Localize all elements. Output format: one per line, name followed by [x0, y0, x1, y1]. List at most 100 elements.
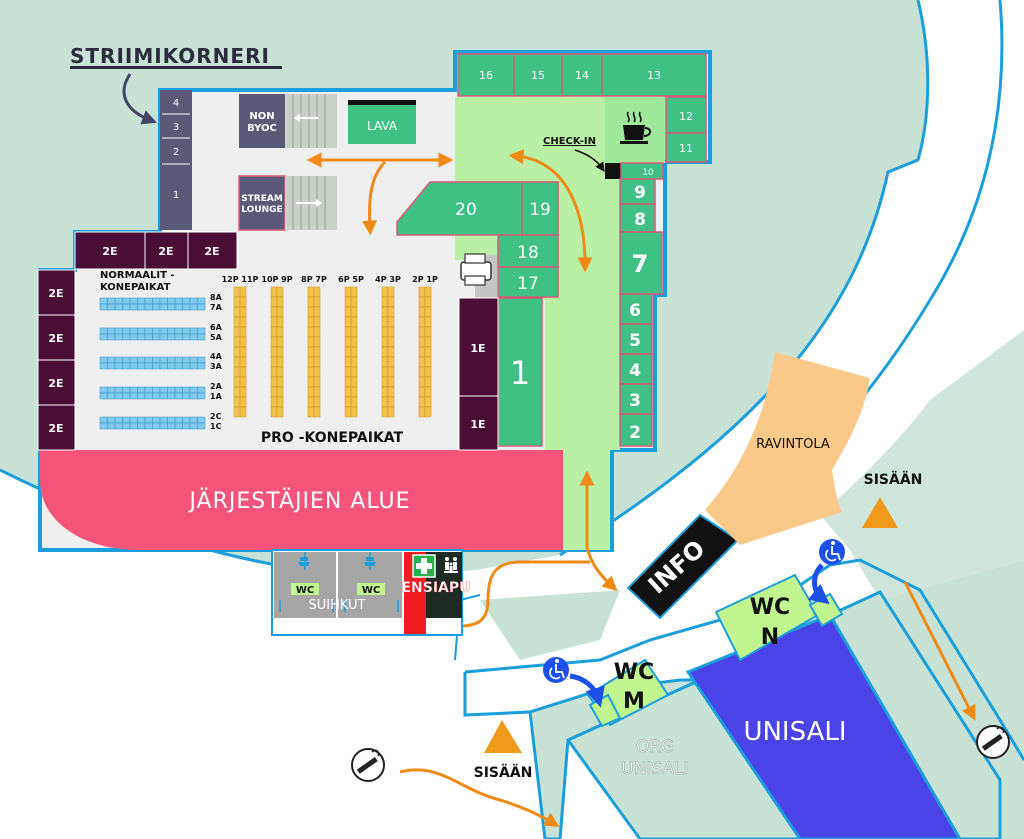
normal-seat[interactable] [189, 333, 198, 341]
normal-seat[interactable] [159, 422, 168, 430]
pro-seat[interactable] [418, 386, 426, 398]
normal-seat[interactable] [107, 392, 116, 400]
normal-seat[interactable] [189, 392, 198, 400]
pro-seat[interactable] [233, 396, 241, 408]
normal-seat[interactable] [137, 303, 146, 311]
normal-seat[interactable] [182, 356, 191, 364]
normal-seat[interactable] [182, 386, 191, 394]
pro-seat[interactable] [387, 286, 395, 298]
normal-seat[interactable] [137, 392, 146, 400]
normal-seat[interactable] [107, 422, 116, 430]
pro-seat[interactable] [381, 286, 389, 298]
pro-seat[interactable] [233, 376, 241, 388]
normal-seat[interactable] [122, 392, 131, 400]
pro-seat[interactable] [381, 306, 389, 318]
pro-seat[interactable] [350, 286, 358, 298]
pro-seat[interactable] [381, 406, 389, 418]
normal-seat[interactable] [167, 386, 176, 394]
pro-seat[interactable] [239, 286, 247, 298]
normal-seat[interactable] [174, 297, 183, 305]
pro-seat[interactable] [387, 326, 395, 338]
pro-seat[interactable] [276, 386, 284, 398]
normal-seat[interactable] [159, 416, 168, 424]
normal-seat[interactable] [144, 356, 153, 364]
pro-seat[interactable] [307, 356, 315, 368]
pro-seat[interactable] [424, 326, 432, 338]
pro-seat[interactable] [239, 296, 247, 308]
pro-seat[interactable] [350, 366, 358, 378]
normal-seat[interactable] [114, 386, 123, 394]
normal-seat[interactable] [144, 416, 153, 424]
normal-seat[interactable] [114, 297, 123, 305]
pro-seat[interactable] [350, 326, 358, 338]
pro-seat[interactable] [276, 316, 284, 328]
pro-seat[interactable] [418, 396, 426, 408]
normal-seat[interactable] [137, 416, 146, 424]
normal-seat[interactable] [167, 327, 176, 335]
normal-seat[interactable] [189, 362, 198, 370]
pro-seat[interactable] [276, 366, 284, 378]
pro-seat[interactable] [418, 306, 426, 318]
pro-seat[interactable] [424, 396, 432, 408]
booth-14[interactable] [561, 53, 603, 97]
normal-seat[interactable] [167, 333, 176, 341]
normal-seat[interactable] [137, 386, 146, 394]
pro-seat[interactable] [239, 306, 247, 318]
pro-seat[interactable] [233, 386, 241, 398]
normal-seat[interactable] [189, 422, 198, 430]
normal-seat[interactable] [114, 333, 123, 341]
pro-seat[interactable] [270, 366, 278, 378]
normal-seat[interactable] [99, 422, 108, 430]
pro-seat[interactable] [307, 326, 315, 338]
pro-seat[interactable] [350, 346, 358, 358]
zone-2e-left-1[interactable] [37, 269, 76, 316]
normal-seat[interactable] [137, 297, 146, 305]
normal-seat[interactable] [174, 356, 183, 364]
pro-seat[interactable] [313, 286, 321, 298]
normal-seat[interactable] [122, 416, 131, 424]
pro-seat[interactable] [233, 316, 241, 328]
pro-seat[interactable] [344, 336, 352, 348]
normal-seat[interactable] [144, 422, 153, 430]
pro-seat[interactable] [270, 326, 278, 338]
pro-seat[interactable] [381, 366, 389, 378]
normal-seat[interactable] [174, 416, 183, 424]
normal-seat[interactable] [114, 392, 123, 400]
pro-seat[interactable] [350, 356, 358, 368]
pro-seat[interactable] [418, 366, 426, 378]
normal-seat[interactable] [99, 327, 108, 335]
normal-seat[interactable] [114, 327, 123, 335]
normal-seat[interactable] [137, 362, 146, 370]
normal-seat[interactable] [159, 362, 168, 370]
pro-seat[interactable] [387, 356, 395, 368]
normal-seat[interactable] [114, 416, 123, 424]
normal-seat[interactable] [182, 297, 191, 305]
zone-2e-left-3[interactable] [37, 359, 76, 406]
normal-seat[interactable] [107, 327, 116, 335]
pro-seat[interactable] [270, 346, 278, 358]
normal-seat[interactable] [129, 303, 138, 311]
normal-seat[interactable] [152, 392, 161, 400]
normal-seat[interactable] [167, 416, 176, 424]
pro-seat[interactable] [418, 326, 426, 338]
pro-seat[interactable] [239, 406, 247, 418]
normal-seat[interactable] [107, 356, 116, 364]
normal-seat[interactable] [99, 356, 108, 364]
normal-seat[interactable] [182, 327, 191, 335]
zone-1e-top[interactable] [458, 297, 499, 397]
normal-seat[interactable] [152, 356, 161, 364]
pro-seat[interactable] [344, 396, 352, 408]
pro-seat[interactable] [344, 306, 352, 318]
normal-seat[interactable] [189, 416, 198, 424]
normal-seat[interactable] [144, 333, 153, 341]
booth-2[interactable] [619, 413, 653, 447]
pro-seat[interactable] [344, 366, 352, 378]
normal-seat[interactable] [129, 392, 138, 400]
normal-seat[interactable] [182, 422, 191, 430]
pro-seat[interactable] [418, 296, 426, 308]
pro-seat[interactable] [313, 346, 321, 358]
pro-seat[interactable] [270, 356, 278, 368]
pro-seat[interactable] [381, 296, 389, 308]
pro-seat[interactable] [313, 366, 321, 378]
normal-seat[interactable] [144, 303, 153, 311]
